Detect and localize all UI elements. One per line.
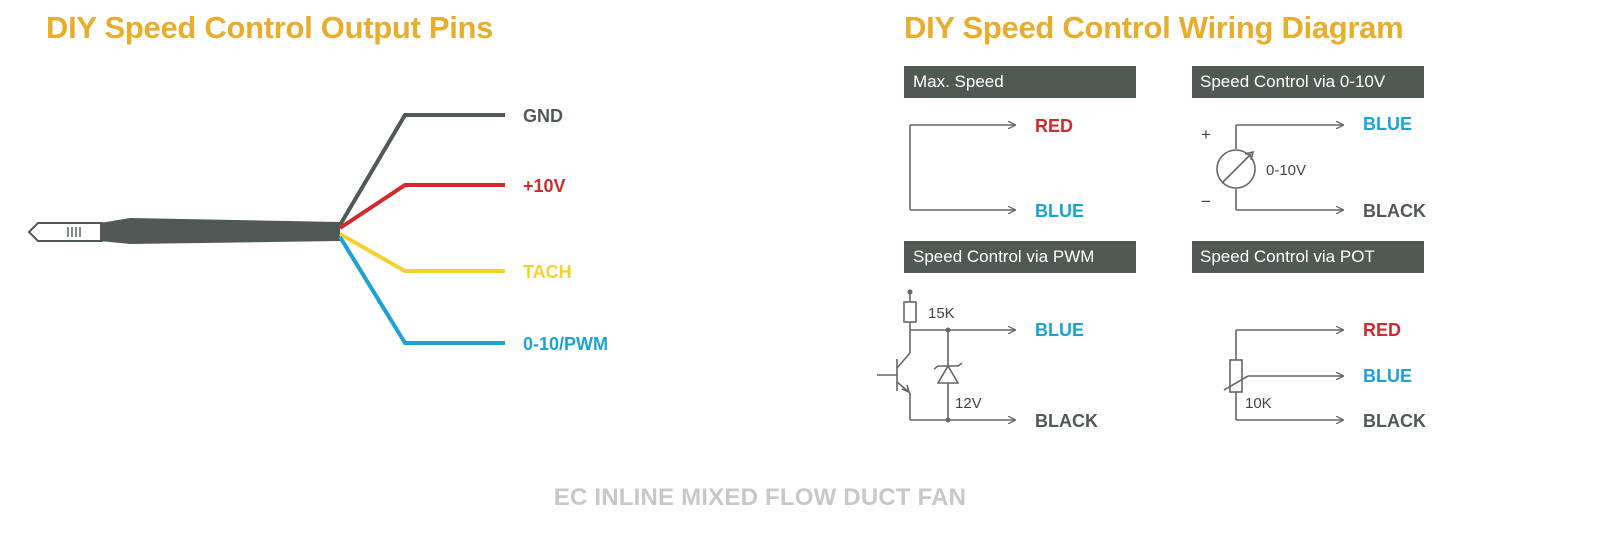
pin-label-tach: TACH [523, 262, 572, 282]
max-speed-label-red: RED [1035, 116, 1073, 136]
voltmeter-label: 0-10V [1266, 162, 1306, 179]
pot-label-blue: BLUE [1363, 366, 1412, 386]
pwm-junction-bottom [945, 417, 951, 423]
resistor-15k-icon [903, 301, 917, 323]
transistor-icon [877, 352, 911, 394]
panel-header-max-speed: Max. Speed [913, 72, 1004, 91]
voltage-label-blue: BLUE [1363, 114, 1412, 134]
voltage-label-black: BLACK [1363, 201, 1426, 221]
wiring-diagram-title: DIY Speed Control Wiring Diagram [904, 10, 1404, 45]
max-speed-circuit [909, 125, 1015, 210]
max-speed-label-blue: BLUE [1035, 201, 1084, 221]
voltage-circuit [1235, 125, 1343, 210]
pwm-supply-node [907, 289, 913, 295]
panel-header-pwm: Speed Control via PWM [913, 247, 1094, 266]
resistor-15k-label: 15K [928, 305, 955, 322]
panel-header-pot: Speed Control via POT [1200, 247, 1375, 266]
wire-tach [339, 232, 505, 273]
cable-body [100, 218, 340, 244]
panel-header-max-speed-bg [904, 66, 1136, 98]
pin-label-pwm: 0-10/PWM [523, 334, 608, 354]
cable-assembly [27, 113, 505, 345]
panel-header-pwm-bg [904, 241, 1136, 273]
panel-header-0-10v: Speed Control via 0-10V [1200, 72, 1386, 91]
wire-gnd [338, 113, 505, 227]
pwm-junction-top [945, 327, 951, 333]
potentiometer-icon [1223, 359, 1249, 393]
panel-header-0-10v-bg [1192, 66, 1424, 98]
jack-tip [27, 222, 103, 242]
pot-label-red: RED [1363, 320, 1401, 340]
pot-circuit [1235, 330, 1343, 420]
pot-label-black: BLACK [1363, 411, 1426, 431]
zener-diode-icon [933, 362, 963, 384]
output-pins-title: DIY Speed Control Output Pins [46, 10, 494, 45]
pwm-label-blue: BLUE [1035, 320, 1084, 340]
pin-label-gnd: GND [523, 106, 563, 126]
wire-pwm [338, 235, 505, 345]
pin-label-plus10v: +10V [523, 176, 566, 196]
minus-sign: − [1201, 192, 1211, 211]
product-name-footer: EC INLINE MIXED FLOW DUCT FAN [553, 484, 967, 511]
pot-10k-label: 10K [1245, 395, 1272, 412]
voltmeter-icon [1216, 149, 1256, 189]
panel-header-pot-bg [1192, 241, 1424, 273]
wire-plus10v [338, 183, 505, 230]
plus-sign: + [1201, 125, 1211, 144]
zener-12v-label: 12V [955, 395, 982, 412]
pwm-label-black: BLACK [1035, 411, 1098, 431]
jack-rings-icon [67, 227, 81, 237]
